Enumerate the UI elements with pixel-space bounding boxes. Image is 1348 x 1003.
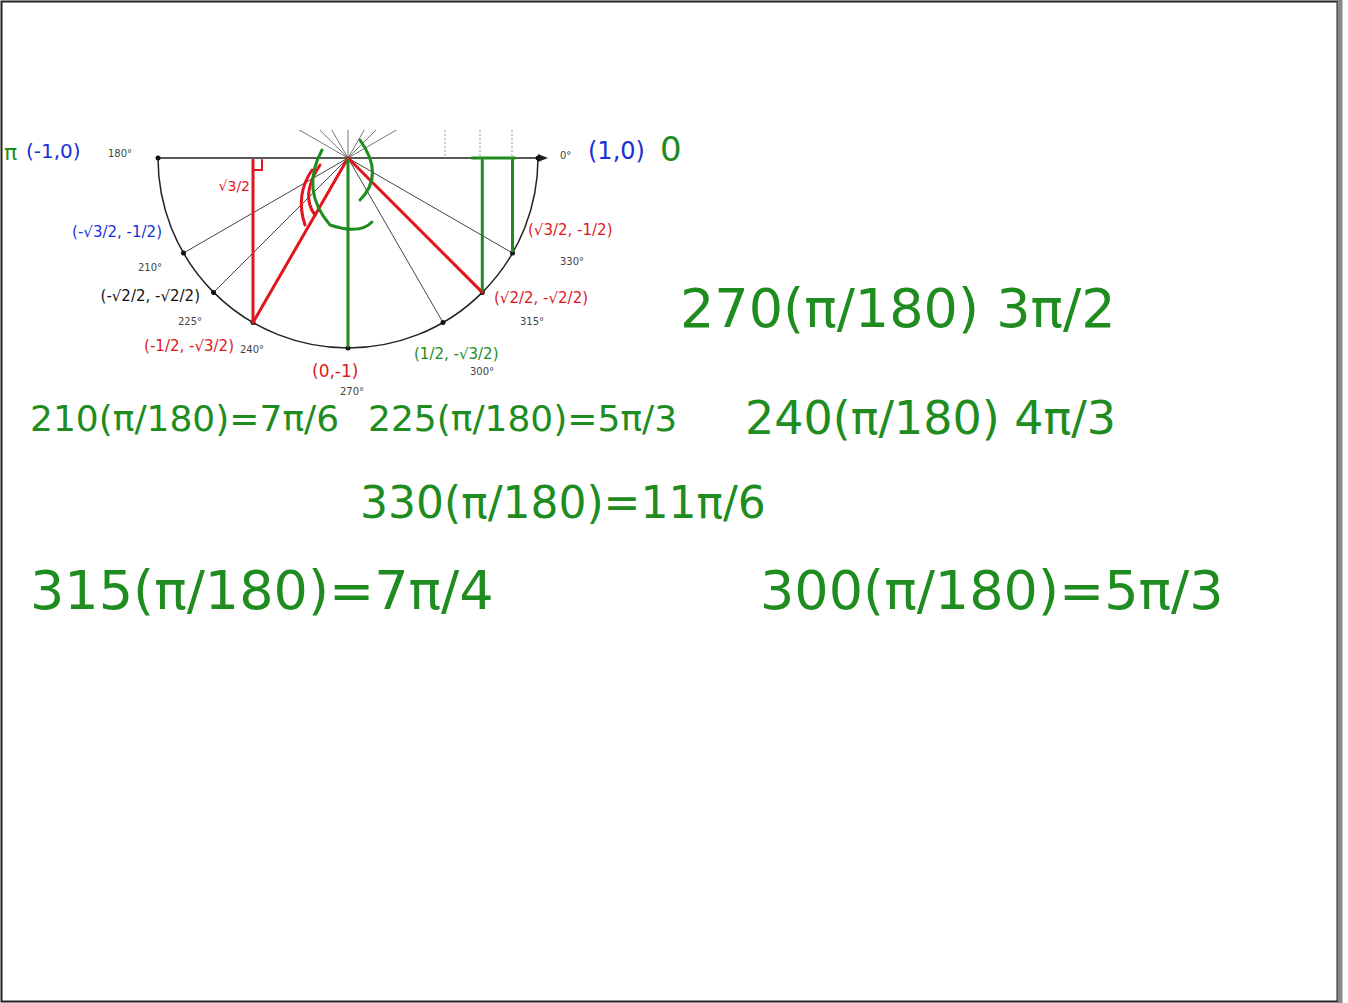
- degree-label: 210°: [138, 262, 162, 274]
- degree-label: 315°: [520, 316, 544, 328]
- coordinate-label: (1,0): [588, 138, 645, 166]
- green-reference-line: [472, 157, 515, 160]
- circle-point: [536, 156, 541, 161]
- angle-arc: [301, 170, 312, 225]
- degree-label: 330°: [560, 256, 584, 268]
- radius-line: [184, 158, 349, 253]
- triangle-hypotenuse: [253, 158, 348, 323]
- coordinate-label: (0,-1): [312, 362, 358, 382]
- green-reference-line: [347, 160, 350, 346]
- conversion-equation: 300(π/180)=5π/3: [760, 560, 1224, 622]
- circle-point: [156, 156, 161, 161]
- unit-circle-arc: [158, 158, 538, 348]
- green-reference-line: [511, 160, 514, 251]
- page-edge: [1338, 0, 1343, 1003]
- conversion-equation: 225(π/180)=5π/3: [368, 398, 677, 439]
- triangle-leg: [252, 160, 255, 323]
- coordinate-label: (-1/2, -√3/2): [144, 338, 234, 355]
- grid-line: [512, 130, 513, 158]
- degree-label: 0°: [560, 150, 571, 162]
- grid-line: [480, 130, 481, 158]
- circle-point: [211, 290, 216, 295]
- degree-label: 225°: [178, 316, 202, 328]
- grid-line: [445, 130, 446, 158]
- coordinate-label: (-√2/2, -√2/2): [101, 288, 200, 305]
- green-reference-line: [481, 160, 484, 290]
- coordinate-label: (√2/2, -√2/2): [494, 290, 588, 307]
- radius-line: [348, 130, 512, 158]
- conversion-equation: 240(π/180) 4π/3: [745, 392, 1116, 445]
- green-angle-arc: [360, 140, 373, 200]
- coordinate-label: (-√3/2, -1/2): [72, 224, 162, 241]
- right-angle-mark: [253, 160, 262, 170]
- coordinate-label: (-1,0): [26, 140, 81, 163]
- radian-label: 0: [660, 130, 682, 169]
- degree-label: 240°: [240, 344, 264, 356]
- conversion-equation: 270(π/180) 3π/2: [680, 278, 1116, 340]
- degree-label: 300°: [470, 366, 494, 378]
- conversion-equation: 315(π/180)=7π/4: [30, 560, 494, 622]
- conversion-equation: 210(π/180)=7π/6: [30, 398, 339, 439]
- degree-label: 270°: [340, 386, 364, 398]
- radius-line: [348, 158, 349, 348]
- circle-point: [441, 320, 446, 325]
- coordinate-label: (√3/2, -1/2): [528, 222, 613, 239]
- radius-line: [183, 130, 348, 158]
- conversion-equation: 330(π/180)=11π/6: [360, 478, 766, 529]
- degree-label: 180°: [108, 148, 132, 160]
- radius-line: [348, 130, 349, 158]
- side-length-label: √3/2: [219, 178, 250, 194]
- green-angle-arc: [313, 150, 372, 229]
- coordinate-label: (1/2, -√3/2): [414, 346, 499, 363]
- radian-label: π: [4, 140, 17, 165]
- circle-point: [181, 251, 186, 256]
- radius-line: [213, 130, 348, 158]
